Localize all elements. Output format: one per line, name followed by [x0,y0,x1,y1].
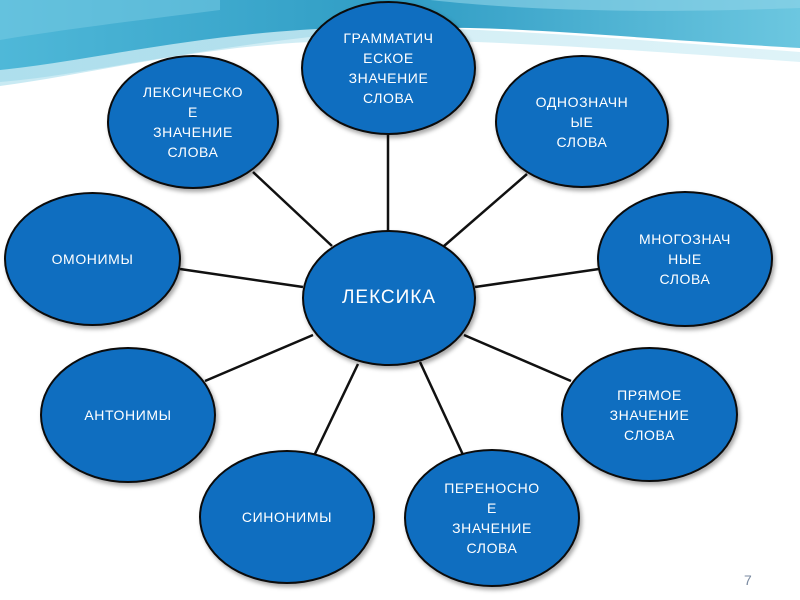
connector-direct-meaning [463,333,572,383]
connector-figurative-meaning [418,361,466,458]
node-figurative-meaning: ПЕРЕНОСНО Е ЗНАЧЕНИЕ СЛОВА [404,449,580,587]
node-antonyms: АНТОНИМЫ [40,347,216,483]
connector-homonyms [179,267,304,289]
connector-lexical-meaning [252,171,333,247]
node-label: ГРАММАТИЧ ЕСКОЕ ЗНАЧЕНИЕ СЛОВА [343,30,434,106]
node-label: ПЕРЕНОСНО Е ЗНАЧЕНИЕ СЛОВА [444,480,540,556]
page-number: 7 [744,572,752,588]
node-monosemous-words: ОДНОЗНАЧН ЫЕ СЛОВА [495,55,669,188]
node-homonyms: ОМОНИМЫ [4,192,181,326]
center-node-lexicon: ЛЕКСИКА [302,230,476,366]
center-node-label: ЛЕКСИКА [341,287,437,308]
node-polysemous-words: МНОГОЗНАЧ НЫЕ СЛОВА [597,191,773,327]
connector-synonyms [310,363,360,461]
node-label: МНОГОЗНАЧ НЫЕ СЛОВА [639,231,731,287]
node-synonyms: СИНОНИМЫ [199,450,375,584]
node-label: ОМОНИМЫ [51,251,134,267]
node-label: ОДНОЗНАЧН ЫЕ СЛОВА [535,93,629,150]
node-direct-meaning: ПРЯМОЕ ЗНАЧЕНИЕ СЛОВА [561,347,738,482]
node-label: ЛЕКСИЧЕСКО Е ЗНАЧЕНИЕ СЛОВА [142,84,244,160]
connector-polysemous-words [474,267,600,289]
connector-antonyms [204,333,314,383]
node-grammatical-meaning: ГРАММАТИЧ ЕСКОЕ ЗНАЧЕНИЕ СЛОВА [301,1,476,135]
node-label: СИНОНИМЫ [241,509,333,525]
node-label: ПРЯМОЕ ЗНАЧЕНИЕ СЛОВА [609,386,690,443]
node-lexical-meaning: ЛЕКСИЧЕСКО Е ЗНАЧЕНИЕ СЛОВА [107,55,279,189]
node-label: АНТОНИМЫ [84,407,172,423]
connector-monosemous-words [443,173,528,247]
